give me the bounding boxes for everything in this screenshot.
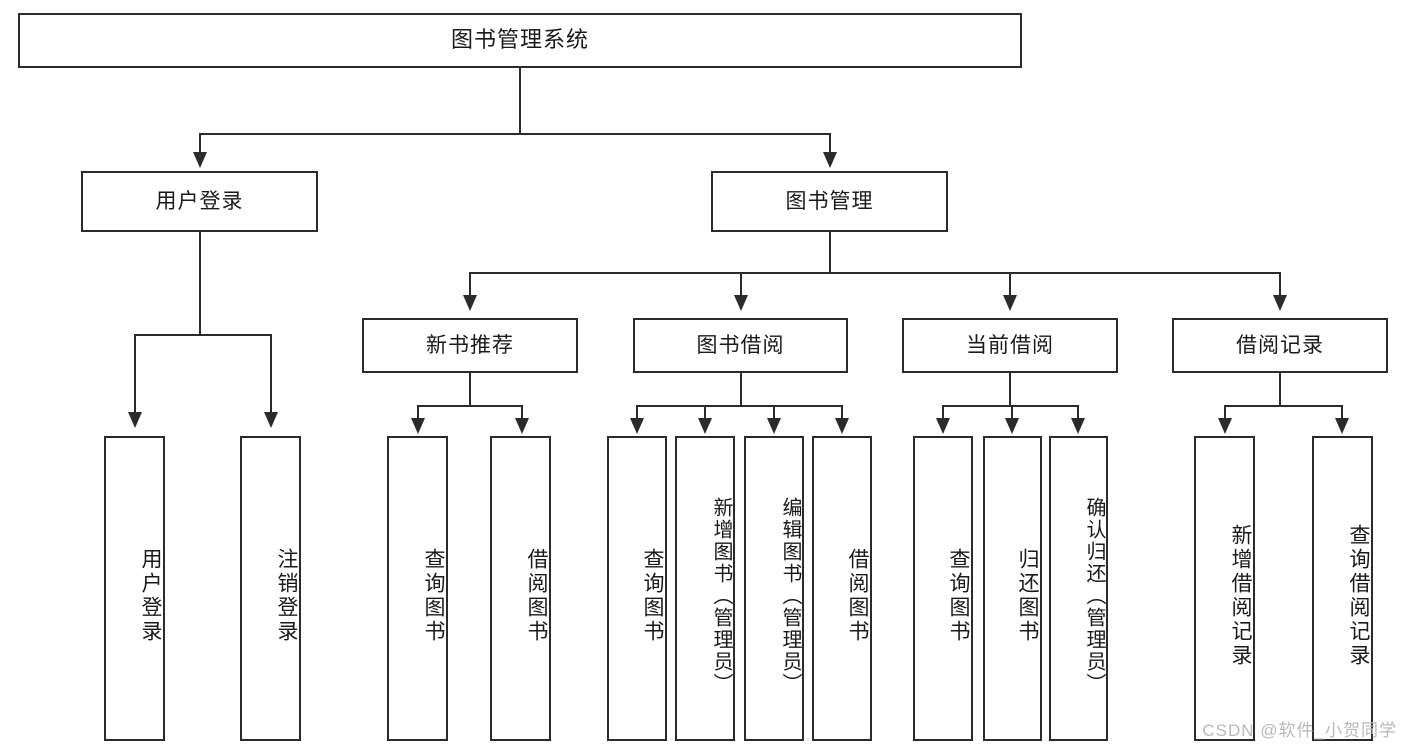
edge-book-borrow-leaf-2 bbox=[704, 405, 706, 422]
arrowhead-icon-user-login-leaf-1 bbox=[128, 412, 142, 428]
edge-current-borrow-leaf-2 bbox=[1011, 405, 1013, 422]
leaf-edit-book-admin[interactable]: 编辑图书（管理员） bbox=[744, 436, 804, 741]
arrowhead-icon-new-book-leaf-2 bbox=[515, 418, 529, 434]
edge-book-borrow-leaf-3 bbox=[773, 405, 775, 422]
arrowhead-icon-book-borrow-leaf-4 bbox=[835, 418, 849, 434]
leaf-borrow-book-new-recommend[interactable]: 借阅图书 bbox=[490, 436, 551, 741]
csdn-watermark: CSDN @软件_小贺同学 bbox=[1202, 721, 1397, 740]
leaf-query-book-borrow[interactable]: 查询图书 bbox=[607, 436, 667, 741]
edge-book-management-bus bbox=[469, 272, 1281, 274]
node-book-borrow[interactable]: 图书借阅 bbox=[633, 318, 848, 373]
node-user-login[interactable]: 用户登录 bbox=[81, 171, 318, 232]
arrowhead-icon-current-borrow-leaf-3 bbox=[1071, 418, 1085, 434]
arrowhead-icon-bm-book-borrow bbox=[734, 295, 748, 311]
edge-borrow-record-stem bbox=[1279, 373, 1281, 405]
edge-root-stem bbox=[519, 68, 521, 133]
edge-user-login-to-leaf-2 bbox=[270, 334, 272, 416]
edge-user-login-to-leaf-1 bbox=[134, 334, 136, 416]
edge-bm-to-borrow-record bbox=[1279, 272, 1281, 299]
leaf-borrow-book-borrow[interactable]: 借阅图书 bbox=[812, 436, 872, 741]
edge-new-book-stem bbox=[469, 373, 471, 405]
edge-new-book-leaf-2 bbox=[521, 405, 523, 422]
edge-current-borrow-bus bbox=[942, 405, 1079, 407]
edge-bm-to-new-book bbox=[469, 272, 471, 299]
edge-bm-to-current-borrow bbox=[1009, 272, 1011, 299]
arrowhead-icon-borrow-record-leaf-1 bbox=[1218, 418, 1232, 434]
leaf-add-book-admin[interactable]: 新增图书（管理员） bbox=[675, 436, 735, 741]
edge-borrow-record-leaf-1 bbox=[1224, 405, 1226, 422]
arrowhead-icon-book-borrow-leaf-2 bbox=[698, 418, 712, 434]
arrowhead-icon-user-login-leaf-2 bbox=[264, 412, 278, 428]
arrowhead-icon-bm-borrow-record bbox=[1273, 295, 1287, 311]
leaf-return-book[interactable]: 归还图书 bbox=[983, 436, 1042, 741]
edge-root-to-book-management bbox=[829, 133, 831, 156]
edge-book-management-stem bbox=[829, 232, 831, 272]
edge-root-bus bbox=[199, 133, 831, 135]
node-current-borrow[interactable]: 当前借阅 bbox=[902, 318, 1118, 373]
leaf-user-login[interactable]: 用户登录 bbox=[104, 436, 165, 741]
node-borrow-record[interactable]: 借阅记录 bbox=[1172, 318, 1388, 373]
arrowhead-icon-root-to-user-login bbox=[193, 152, 207, 168]
edge-current-borrow-stem bbox=[1009, 373, 1011, 405]
leaf-add-borrow-record[interactable]: 新增借阅记录 bbox=[1194, 436, 1255, 741]
node-book-management[interactable]: 图书管理 bbox=[711, 171, 948, 232]
edge-book-borrow-leaf-4 bbox=[841, 405, 843, 422]
leaf-query-book-new-recommend[interactable]: 查询图书 bbox=[387, 436, 448, 741]
edge-book-borrow-stem bbox=[740, 373, 742, 405]
edge-new-book-leaf-1 bbox=[417, 405, 419, 422]
arrowhead-icon-book-borrow-leaf-3 bbox=[767, 418, 781, 434]
edge-new-book-bus bbox=[417, 405, 523, 407]
edge-user-login-stem bbox=[199, 232, 201, 334]
leaf-logout-login[interactable]: 注销登录 bbox=[240, 436, 301, 741]
edge-bm-to-book-borrow bbox=[740, 272, 742, 299]
edge-root-to-user-login bbox=[199, 133, 201, 156]
arrowhead-icon-current-borrow-leaf-1 bbox=[936, 418, 950, 434]
edge-borrow-record-leaf-2 bbox=[1341, 405, 1343, 422]
leaf-confirm-return-admin[interactable]: 确认归还（管理员） bbox=[1049, 436, 1108, 741]
leaf-query-borrow-record[interactable]: 查询借阅记录 bbox=[1312, 436, 1373, 741]
arrowhead-icon-root-to-book-management bbox=[823, 152, 837, 168]
arrowhead-icon-bm-current-borrow bbox=[1003, 295, 1017, 311]
edge-current-borrow-leaf-1 bbox=[942, 405, 944, 422]
arrowhead-icon-new-book-leaf-1 bbox=[411, 418, 425, 434]
edge-borrow-record-bus bbox=[1224, 405, 1343, 407]
edge-user-login-bus bbox=[134, 334, 272, 336]
edge-current-borrow-leaf-3 bbox=[1077, 405, 1079, 422]
node-new-book-recommend[interactable]: 新书推荐 bbox=[362, 318, 578, 373]
edge-book-borrow-leaf-1 bbox=[636, 405, 638, 422]
arrowhead-icon-bm-new-book bbox=[463, 295, 477, 311]
node-root-book-management-system[interactable]: 图书管理系统 bbox=[18, 13, 1022, 68]
arrowhead-icon-borrow-record-leaf-2 bbox=[1335, 418, 1349, 434]
edge-book-borrow-bus bbox=[636, 405, 842, 407]
leaf-query-book-current[interactable]: 查询图书 bbox=[913, 436, 973, 741]
arrowhead-icon-current-borrow-leaf-2 bbox=[1005, 418, 1019, 434]
arrowhead-icon-book-borrow-leaf-1 bbox=[630, 418, 644, 434]
